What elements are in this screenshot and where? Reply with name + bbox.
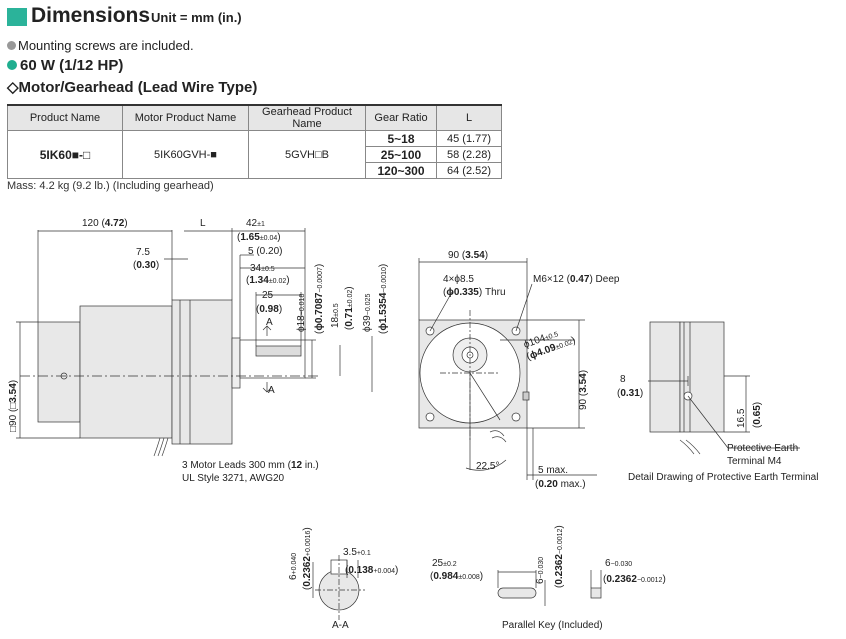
dim-7-5: 7.5 (136, 247, 150, 258)
holes-spec-in: (ϕ0.335) Thru (443, 287, 506, 298)
pe-terminal: Terminal M4 (727, 456, 782, 467)
motor-body (79, 305, 173, 439)
col-header: Gearhead Product Name (248, 104, 366, 131)
col-header: Gear Ratio (365, 104, 437, 131)
dim-42-in: (1.65±0.04) (237, 232, 281, 243)
section-a-top: A (266, 317, 273, 328)
dim-16-5: 16.5 (736, 408, 747, 428)
dim-16-5-in: (0.65) (752, 402, 763, 428)
section-a-bottom: A (268, 385, 275, 396)
spec-table: Product Name Motor Product Name Gearhead… (7, 104, 502, 179)
shaft-dia-in: (ϕ0.7087−0.0007) (314, 264, 325, 334)
dim-8: 8 (620, 374, 626, 385)
key-caption: Parallel Key (Included) (502, 620, 603, 631)
note-power: 60 W (1/12 HP) (7, 57, 123, 74)
screw-spec: M6×12 (0.47) Deep (533, 274, 620, 285)
aa-height: 6+0.040 (288, 553, 299, 580)
dim-90-height: 90 (3.54) (578, 370, 589, 410)
gearhead-body (171, 299, 233, 445)
key-length: 25±0.2 (432, 558, 457, 569)
key-length-in: (0.984±0.008) (430, 571, 483, 582)
table-row: 120~300 64 (2.52) (8, 162, 502, 179)
key-slot (255, 345, 302, 357)
col-header: Product Name (7, 104, 123, 131)
key-height-in: (0.2362−0.0012) (554, 525, 565, 588)
l-value: 45 (1.77) (436, 130, 502, 147)
dim-42: 42±1 (246, 218, 265, 229)
note-type: ◇Motor/Gearhead (Lead Wire Type) (7, 79, 258, 96)
bullet-icon (7, 41, 16, 50)
unit-label: Unit = mm (in.) (151, 10, 242, 25)
aa-depth: 3.5+0.1 (343, 547, 371, 558)
dim-120: 120 (4.72) (82, 218, 128, 229)
product-name: 5IK60■-□ (7, 130, 123, 179)
aa-depth-in: (0.138+0.004) (345, 565, 398, 576)
key-width: 6−0.030 (605, 558, 632, 569)
dim-34: 34±0.5 (250, 263, 275, 274)
dim-34-in: (1.34±0.02) (246, 275, 290, 286)
dim-18: 18±0.5 (330, 303, 341, 328)
max-5: 5 max. (538, 465, 568, 476)
dim-25-in: (0.98) (256, 304, 282, 315)
motor-end-cap (37, 321, 81, 423)
key-width-in: (0.2362−0.0012) (603, 574, 666, 585)
dim-square-90: □90 (□3.54) (8, 380, 19, 432)
key-height: 6−0.030 (535, 557, 546, 584)
table-row: 5IK60■-□ 5IK60GVH-■ 5GVH□B 5~18 45 (1.77… (7, 130, 502, 179)
holes-spec: 4×ϕ8.5 (443, 274, 474, 285)
dim-39: ϕ39−0.025 (362, 294, 373, 332)
page-title: Dimensions (31, 4, 151, 27)
leads-spec: UL Style 3271, AWG20 (182, 473, 285, 484)
gearhead-product-name: 5GVH□B (248, 130, 366, 179)
dim-25: 25 (262, 290, 274, 301)
dim-7-5-in: (0.30) (133, 260, 159, 271)
shaft-dia: ϕ18−0.018 (296, 294, 307, 332)
aa-caption: A-A (332, 620, 349, 631)
dim-90-width: 90 (3.54) (448, 250, 488, 261)
leads-note: 3 Motor Leads 300 mm (12 in.) (182, 460, 319, 471)
pe-label: Protective Earth (727, 443, 798, 454)
dim-5: 5 (0.20) (248, 246, 282, 257)
col-header: Motor Product Name (122, 104, 249, 131)
max-5-in: (0.20 max.) (535, 479, 586, 490)
gear-ratio: 120~300 (365, 162, 437, 179)
note-screws: Mounting screws are included. (7, 38, 194, 53)
bullet-icon (7, 60, 17, 70)
motor-product-name: 5IK60GVH-■ (122, 130, 249, 179)
dim-8-in: (0.31) (617, 388, 643, 399)
mass-note: Mass: 4.2 kg (9.2 lb.) (Including gearhe… (7, 180, 214, 192)
dim-l: L (200, 218, 206, 229)
angle: 22.5° (476, 461, 499, 472)
section-marker-icon (7, 8, 27, 26)
dim-18-in: (0.71±0.02) (344, 286, 355, 330)
l-value: 64 (2.52) (436, 162, 502, 179)
dim-39-in: (ϕ1.5354−0.0010) (378, 264, 389, 334)
aa-height-in: (0.2362+0.0016) (302, 527, 313, 590)
detail-caption: Detail Drawing of Protective Earth Termi… (628, 472, 818, 483)
